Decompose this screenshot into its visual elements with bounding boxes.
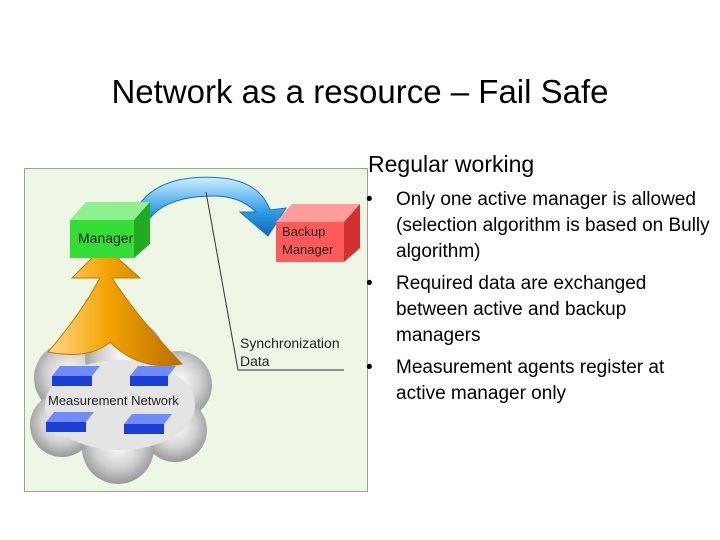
- backup-manager-box: [276, 204, 360, 262]
- bullet-list: • Only one active manager is allowed (se…: [366, 187, 710, 413]
- agent-box: [52, 366, 100, 386]
- bullet-item: • Measurement agents register at active …: [366, 355, 710, 407]
- measurement-network-label: Measurement Network: [48, 393, 179, 408]
- agent-box: [124, 414, 172, 434]
- bullet-text: Measurement agents register at active ma…: [396, 357, 665, 404]
- sync-callout-line: [205, 191, 344, 371]
- bullet-marker: •: [366, 273, 373, 294]
- backup-label-line2: Manager: [282, 242, 334, 257]
- bullet-text: Required data are exchanged between acti…: [396, 273, 647, 346]
- registration-arrow: [47, 245, 183, 367]
- section-heading: Regular working: [368, 151, 535, 177]
- bullet-text: Only one active manager is allowed (sele…: [396, 189, 710, 262]
- agent-box: [130, 366, 176, 386]
- sync-label-line1: Synchronization: [240, 335, 340, 351]
- bullet-item: • Required data are exchanged between ac…: [366, 271, 710, 349]
- bullet-marker: •: [366, 189, 373, 210]
- backup-label-line1: Backup: [282, 224, 326, 239]
- bullet-marker: •: [366, 357, 373, 378]
- bullet-item: • Only one active manager is allowed (se…: [366, 187, 710, 265]
- backup-manager-label: Backup Manager: [282, 223, 333, 259]
- synchronization-arrow: [131, 176, 287, 237]
- agent-box: [46, 412, 94, 432]
- slide-title: Network as a resource – Fail Safe: [111, 73, 609, 110]
- manager-label: Manager: [78, 230, 134, 246]
- sync-label-line2: Data: [240, 353, 270, 369]
- sync-data-label: Synchronization Data: [240, 334, 340, 370]
- manager-box: [70, 202, 150, 258]
